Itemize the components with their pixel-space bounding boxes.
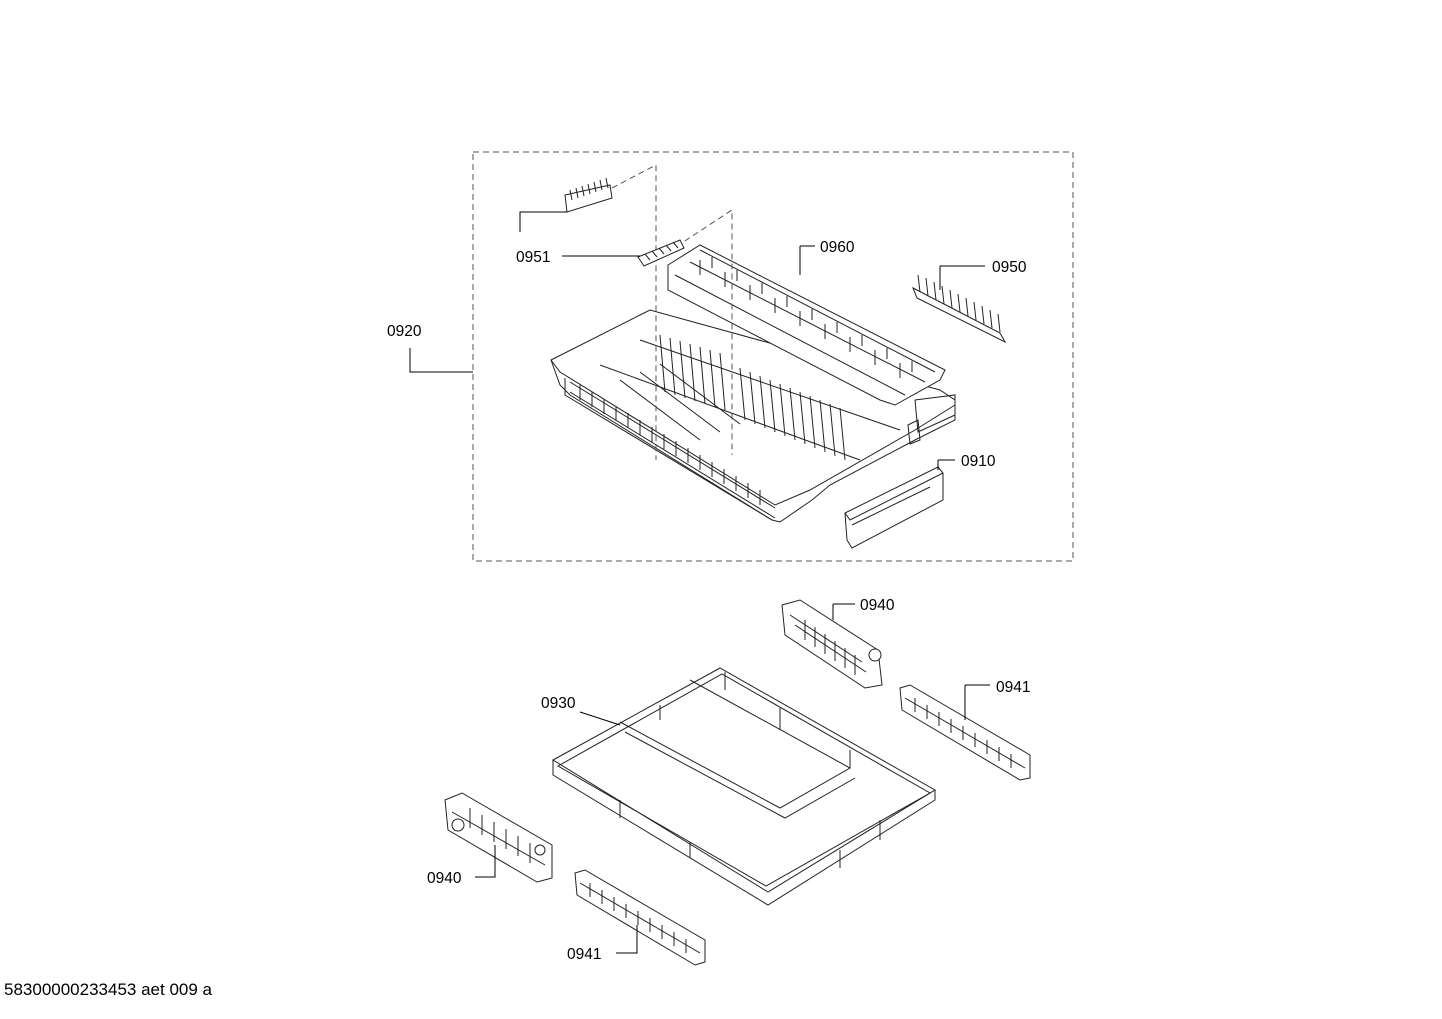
label-0910: 0910	[961, 453, 996, 470]
tine-strip-0951-a-drawing	[564, 177, 613, 213]
wire-frame-0930-drawing	[552, 667, 936, 906]
label-0941-bottom: 0941	[567, 946, 601, 963]
label-0941-top: 0941	[996, 679, 1030, 696]
label-0950: 0950	[992, 259, 1027, 276]
label-0960: 0960	[820, 239, 855, 256]
bracket-0940-bottom-drawing	[444, 792, 553, 883]
label-0920: 0920	[387, 323, 422, 340]
label-0930: 0930	[541, 695, 576, 712]
rail-0941-bottom-drawing	[574, 869, 706, 966]
tine-strip-0950-drawing	[912, 274, 1007, 344]
rail-0941-top-drawing	[899, 684, 1031, 781]
alignment-dashes	[611, 164, 733, 460]
label-0951: 0951	[516, 249, 550, 266]
upper-basket-drawing	[550, 244, 956, 523]
label-0940-top: 0940	[860, 597, 895, 614]
document-reference: 58300000233453 aet 009 a	[4, 980, 212, 999]
handle-panel-0910-drawing	[844, 466, 944, 549]
label-0940-bottom: 0940	[427, 870, 462, 887]
assembly-0920-boundary	[472, 151, 1074, 562]
leader-lines	[409, 211, 990, 954]
bracket-0940-top-drawing	[781, 599, 883, 689]
tine-strip-0951-b-drawing	[637, 239, 685, 267]
